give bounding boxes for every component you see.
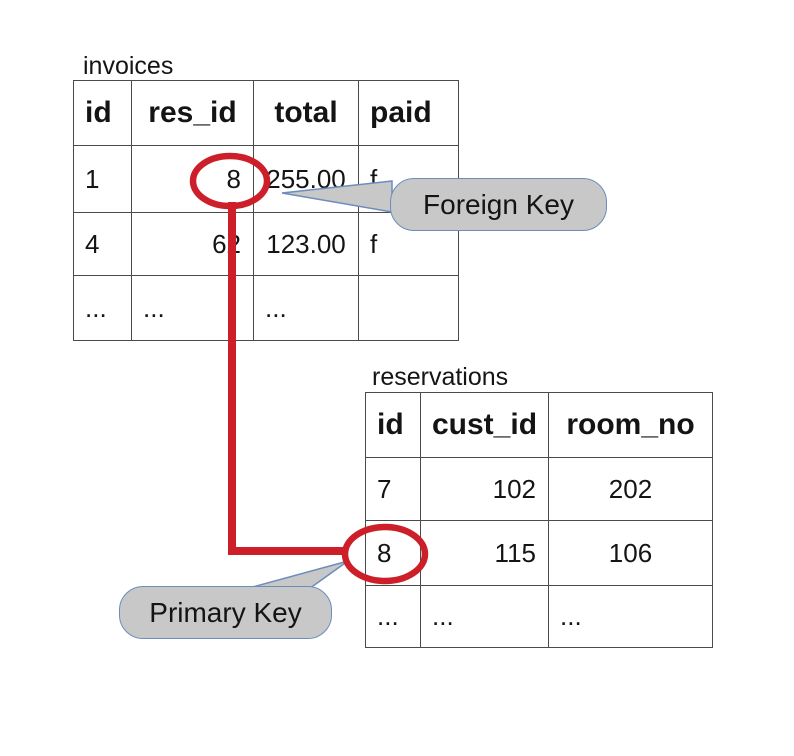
table-cell: ...	[73, 275, 132, 341]
table-cell: 255.00	[253, 145, 359, 213]
table-header-row: id cust_id room_no	[365, 392, 713, 458]
foreign-key-callout-label: Foreign Key	[423, 188, 574, 220]
column-header-room-no: room_no	[548, 392, 713, 458]
table-header-row: id res_id total paid	[73, 80, 459, 146]
table-cell	[358, 275, 459, 341]
table-cell: 7	[365, 457, 421, 521]
column-header-id: id	[365, 392, 421, 458]
table-cell: ...	[131, 275, 254, 341]
table-cell: 102	[420, 457, 549, 521]
table-row: ... ... ...	[365, 585, 713, 648]
table-cell: 202	[548, 457, 713, 521]
invoices-table-title: invoices	[83, 52, 174, 80]
column-header-res-id: res_id	[131, 80, 254, 146]
table-cell: ...	[365, 585, 421, 648]
table-cell: 62	[131, 212, 254, 276]
table-cell-foreign-key-value: 8	[131, 145, 254, 213]
table-cell: 1	[73, 145, 132, 213]
reservations-table: id cust_id room_no 7 102 202 8 115 106 .…	[365, 392, 713, 648]
table-cell: 115	[420, 520, 549, 586]
table-cell-primary-key-value: 8	[365, 520, 421, 586]
foreign-key-callout: Foreign Key	[390, 178, 607, 231]
table-cell: ...	[253, 275, 359, 341]
reservations-table-title: reservations	[372, 363, 509, 391]
table-row: ... ... ...	[73, 275, 459, 341]
primary-key-callout: Primary Key	[119, 586, 332, 639]
table-row: 8 115 106	[365, 520, 713, 586]
table-cell: ...	[548, 585, 713, 648]
table-row: 7 102 202	[365, 457, 713, 521]
primary-key-callout-label: Primary Key	[149, 596, 302, 628]
column-header-id: id	[73, 80, 132, 146]
column-header-paid: paid	[358, 80, 459, 146]
column-header-total: total	[253, 80, 359, 146]
column-header-cust-id: cust_id	[420, 392, 549, 458]
table-cell: 106	[548, 520, 713, 586]
table-cell: ...	[420, 585, 549, 648]
table-cell: 123.00	[253, 212, 359, 276]
table-cell: 4	[73, 212, 132, 276]
